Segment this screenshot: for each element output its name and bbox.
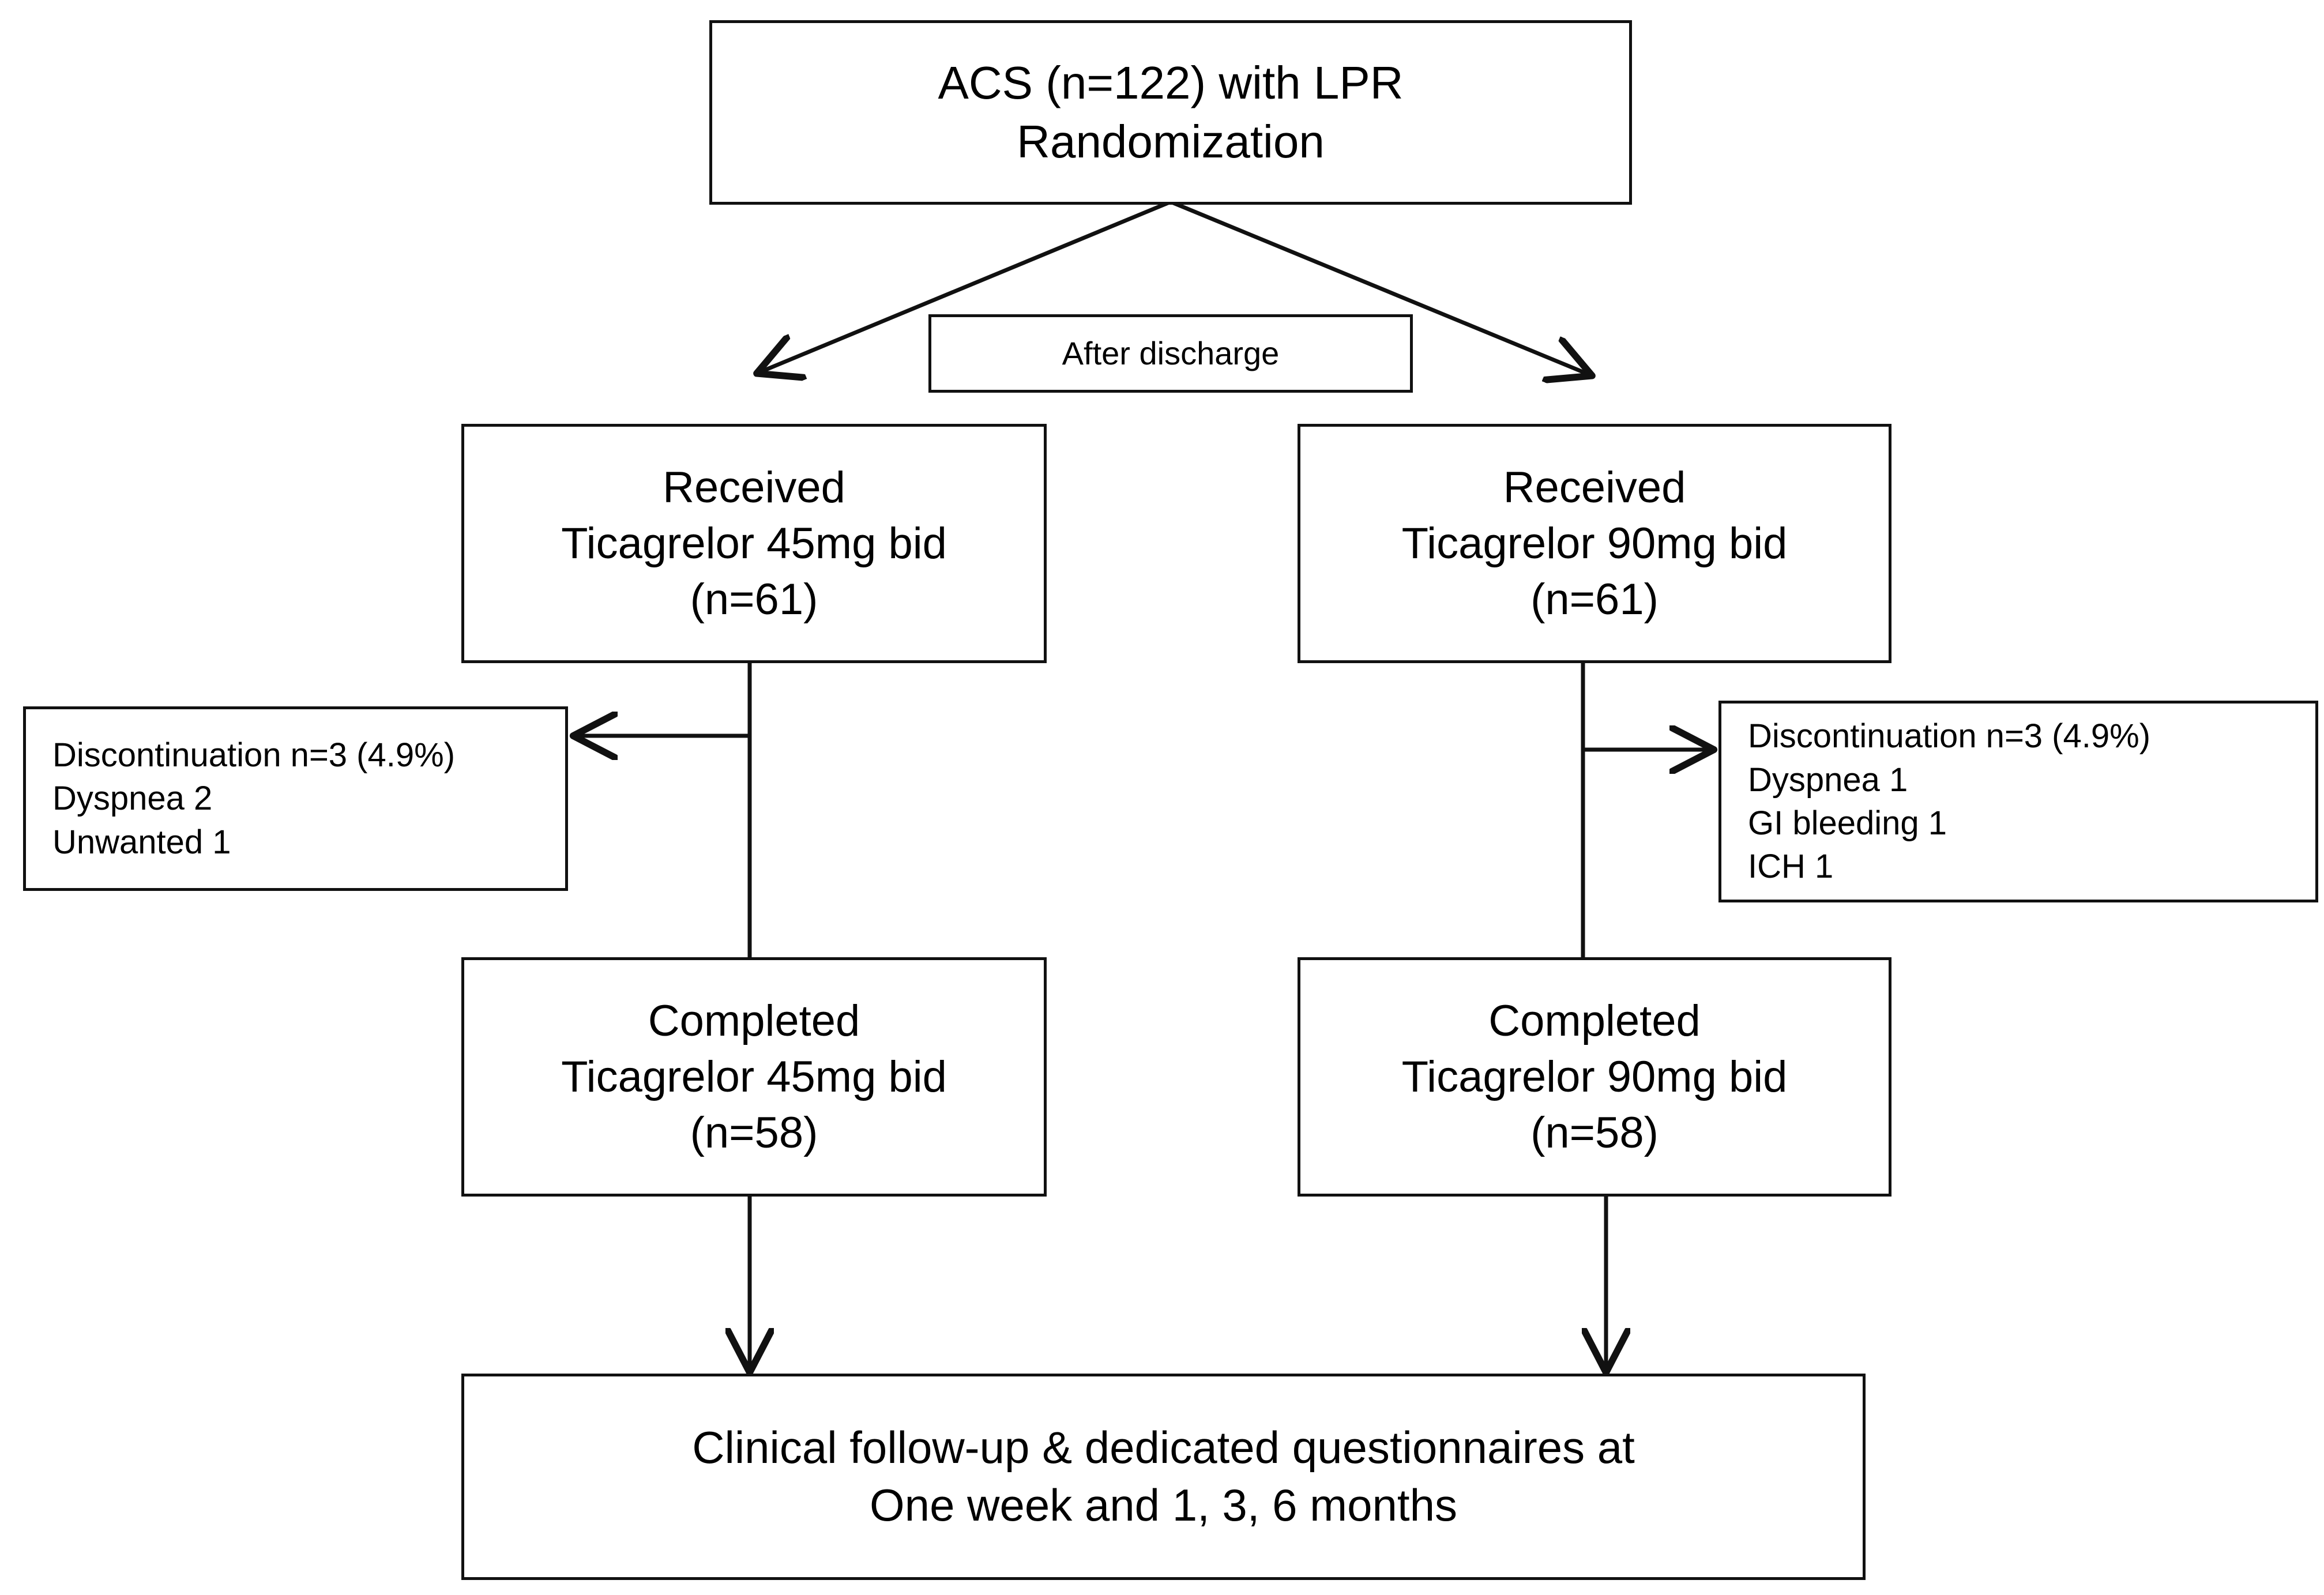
node-randomization: ACS (n=122) with LPR Randomization — [709, 20, 1632, 205]
received-90-line-2: Ticagrelor 90mg bid — [1401, 518, 1788, 568]
node-discontinuation-45mg-arm: Discontinuation n=3 (4.9%) Dyspnea 2 Unw… — [23, 706, 568, 891]
followup-line-1: Clinical follow-up & dedicated questionn… — [692, 1422, 1635, 1473]
node-clinical-followup: Clinical follow-up & dedicated questionn… — [461, 1374, 1866, 1580]
received-90-line-3: (n=61) — [1530, 575, 1659, 625]
completed-90-line-1: Completed — [1488, 996, 1701, 1045]
completed-45-line-1: Completed — [648, 996, 860, 1045]
followup-line-2: One week and 1, 3, 6 months — [870, 1480, 1457, 1530]
completed-90-line-3: (n=58) — [1530, 1108, 1659, 1158]
node-received-ticagrelor-45mg: Received Ticagrelor 45mg bid (n=61) — [461, 424, 1047, 663]
received-45-line-2: Ticagrelor 45mg bid — [561, 518, 947, 568]
node-received-ticagrelor-90mg: Received Ticagrelor 90mg bid (n=61) — [1298, 424, 1891, 663]
node-completed-ticagrelor-90mg: Completed Ticagrelor 90mg bid (n=58) — [1298, 957, 1891, 1197]
discontinuation-right-line-1: Discontinuation n=3 (4.9%) — [1748, 717, 2151, 755]
node-completed-ticagrelor-45mg: Completed Ticagrelor 45mg bid (n=58) — [461, 957, 1047, 1197]
received-45-line-1: Received — [663, 462, 845, 512]
received-90-line-1: Received — [1503, 462, 1686, 512]
discontinuation-left-line-3: Unwanted 1 — [52, 823, 231, 861]
node-discontinuation-90mg-arm: Discontinuation n=3 (4.9%) Dyspnea 1 GI … — [1718, 701, 2318, 902]
randomization-line-1: ACS (n=122) with LPR — [938, 57, 1404, 108]
completed-90-line-2: Ticagrelor 90mg bid — [1401, 1052, 1788, 1101]
discontinuation-right-line-2: Dyspnea 1 — [1748, 761, 1908, 799]
completed-45-line-2: Ticagrelor 45mg bid — [561, 1052, 947, 1101]
completed-45-line-3: (n=58) — [690, 1108, 818, 1158]
received-45-line-3: (n=61) — [690, 575, 818, 625]
randomization-line-2: Randomization — [1017, 116, 1325, 167]
discontinuation-left-line-1: Discontinuation n=3 (4.9%) — [52, 736, 456, 774]
discontinuation-right-line-3: GI bleeding 1 — [1748, 804, 1947, 842]
discontinuation-left-line-2: Dyspnea 2 — [52, 780, 213, 818]
after-discharge-label: After discharge — [1062, 335, 1280, 372]
node-after-discharge: After discharge — [928, 314, 1413, 393]
discontinuation-right-line-4: ICH 1 — [1748, 848, 1834, 886]
